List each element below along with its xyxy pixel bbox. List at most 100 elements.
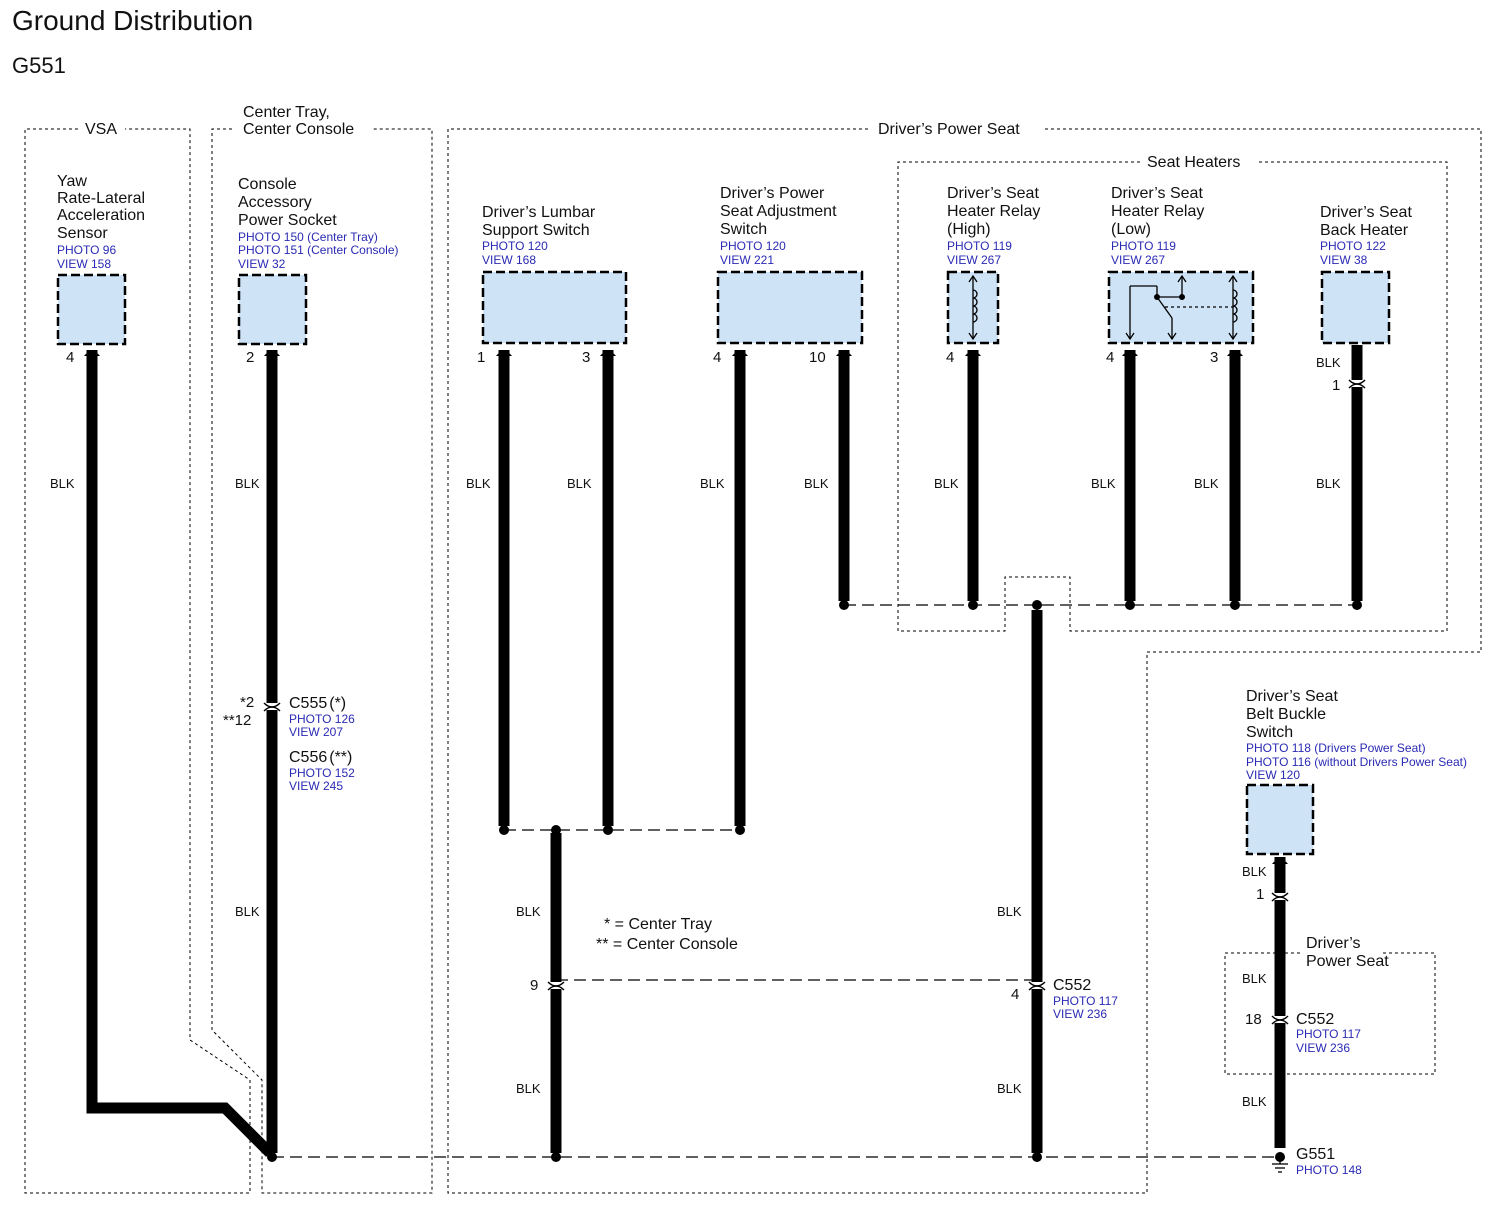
svg-text:Driver’s Seat: Driver’s Seat <box>1111 185 1203 202</box>
relay-low-box[interactable] <box>1107 270 1255 345</box>
wire-yaw <box>86 350 274 1157</box>
svg-text:BLK: BLK <box>1091 476 1116 491</box>
section-vsa-label: VSA <box>85 121 117 138</box>
relay-high-coil-icon <box>968 274 978 341</box>
svg-text:BLK: BLK <box>1242 1094 1267 1109</box>
back-heater-label: Driver’s Seat Back Heater PHOTO 122 VIEW… <box>1320 204 1412 267</box>
section-drivers-power-seat-label: Driver’s Power Seat <box>878 121 1020 138</box>
svg-text:PHOTO 122: PHOTO 122 <box>1320 239 1386 253</box>
svg-text:Back Heater: Back Heater <box>1320 222 1409 239</box>
svg-text:1: 1 <box>477 349 485 366</box>
svg-text:Seat Adjustment: Seat Adjustment <box>720 203 837 220</box>
section-buckle-label-1: Driver’s <box>1306 935 1361 952</box>
section-center-tray: Center Tray, Center Console <box>211 104 433 1194</box>
wires <box>86 345 1363 1157</box>
svg-text:BLK: BLK <box>700 476 725 491</box>
connector-break-buckle <box>1271 892 1289 902</box>
section-drivers-power-seat: Driver’s Power Seat <box>447 121 1482 1194</box>
svg-text:Belt Buckle: Belt Buckle <box>1246 706 1326 723</box>
svg-text:4: 4 <box>946 349 954 366</box>
svg-text:BLK: BLK <box>997 904 1022 919</box>
svg-text:10: 10 <box>809 349 826 366</box>
svg-text:PHOTO 152: PHOTO 152 <box>289 766 355 780</box>
svg-text:Accessory: Accessory <box>238 194 312 211</box>
svg-text:Yaw: Yaw <box>57 173 87 190</box>
svg-text:PHOTO 117: PHOTO 117 <box>1053 994 1118 1008</box>
svg-text:VIEW 267: VIEW 267 <box>1111 253 1165 267</box>
svg-text:Driver’s Power: Driver’s Power <box>720 185 825 202</box>
svg-text:**12: **12 <box>223 712 251 729</box>
svg-text:VIEW 32: VIEW 32 <box>238 257 286 271</box>
svg-text:VIEW 207: VIEW 207 <box>289 725 343 739</box>
svg-text:1: 1 <box>1256 886 1264 903</box>
svg-text:(Low): (Low) <box>1111 221 1151 238</box>
svg-text:BLK: BLK <box>235 904 260 919</box>
svg-text:VIEW 168: VIEW 168 <box>482 253 536 267</box>
svg-text:4: 4 <box>1011 986 1019 1003</box>
ground-id: G551 <box>12 53 66 78</box>
svg-text:Switch: Switch <box>720 221 767 238</box>
svg-text:BLK: BLK <box>804 476 829 491</box>
connector-c555-label: C555(*) PHOTO 126 VIEW 207 <box>289 695 355 739</box>
svg-text:VIEW 236: VIEW 236 <box>1296 1041 1350 1055</box>
ground-buses <box>272 604 1357 1158</box>
svg-text:Driver’s Seat: Driver’s Seat <box>1320 204 1412 221</box>
wire-color-labels: BLK BLK BLK BLK BLK BLK BLK BLK BLK BLK … <box>50 355 1341 1109</box>
connector-c552-buckle-label: C552 PHOTO 117 VIEW 236 <box>1296 1011 1361 1055</box>
buckle-switch-box[interactable] <box>1245 783 1315 856</box>
svg-text:BLK: BLK <box>1316 355 1341 370</box>
legend: * = Center Tray ** = Center Console <box>596 916 738 953</box>
connector-break-c552-buckle <box>1271 1015 1289 1025</box>
relay-low-contact-dot <box>1179 294 1185 300</box>
svg-text:BLK: BLK <box>1194 476 1219 491</box>
console-socket-box[interactable] <box>237 273 308 346</box>
svg-text:BLK: BLK <box>1242 864 1267 879</box>
ground-icon <box>1272 1152 1288 1173</box>
section-seat-heaters: Seat Heaters <box>897 154 1448 632</box>
svg-text:VIEW 38: VIEW 38 <box>1320 253 1368 267</box>
section-seat-heaters-label: Seat Heaters <box>1147 154 1240 171</box>
svg-text:Driver’s Seat: Driver’s Seat <box>947 185 1039 202</box>
svg-text:VIEW 120: VIEW 120 <box>1246 768 1300 782</box>
relay-low-contact-dot <box>1154 294 1160 300</box>
adjust-switch-box[interactable] <box>716 270 864 345</box>
inline-connectors <box>263 379 1366 1025</box>
yaw-sensor-box[interactable] <box>56 273 127 346</box>
lumbar-switch-box[interactable] <box>481 270 628 345</box>
svg-text:PHOTO 151 (Center Console): PHOTO 151 (Center Console) <box>238 243 399 257</box>
lumbar-switch-label: Driver’s Lumbar Support Switch PHOTO 120… <box>482 204 596 267</box>
connector-c552-label: C552 PHOTO 117 VIEW 236 <box>1053 977 1118 1021</box>
svg-text:VIEW 245: VIEW 245 <box>289 779 343 793</box>
svg-text:PHOTO 118 (Drivers Power Seat): PHOTO 118 (Drivers Power Seat) <box>1246 741 1426 755</box>
yaw-sensor-label: Yaw Rate-Lateral Acceleration Sensor PHO… <box>57 173 145 271</box>
svg-text:18: 18 <box>1245 1011 1262 1028</box>
svg-text:BLK: BLK <box>235 476 260 491</box>
svg-text:Heater Relay: Heater Relay <box>947 203 1040 220</box>
connector-break-back-heater <box>1348 379 1366 389</box>
relay-low-contacts-icon <box>1125 274 1238 341</box>
svg-text:PHOTO 119: PHOTO 119 <box>1111 239 1176 253</box>
svg-text:Acceleration: Acceleration <box>57 207 145 224</box>
svg-text:VIEW 267: VIEW 267 <box>947 253 1001 267</box>
back-heater-box[interactable] <box>1320 270 1391 345</box>
svg-text:Driver’s Lumbar: Driver’s Lumbar <box>482 204 596 221</box>
svg-text:3: 3 <box>1210 349 1218 366</box>
svg-text:Rate-Lateral: Rate-Lateral <box>57 190 145 207</box>
connector-c556-label: C556(**) PHOTO 152 VIEW 245 <box>289 749 355 793</box>
svg-text:BLK: BLK <box>934 476 959 491</box>
svg-text:PHOTO 116 (without Drivers Pow: PHOTO 116 (without Drivers Power Seat) <box>1246 755 1467 769</box>
svg-text:PHOTO 126: PHOTO 126 <box>289 712 355 726</box>
svg-text:C552: C552 <box>1296 1011 1334 1028</box>
svg-text:9: 9 <box>530 977 538 994</box>
pin-stubs <box>84 351 1288 864</box>
svg-text:BLK: BLK <box>1242 971 1267 986</box>
connector-break-c552-left <box>547 981 565 991</box>
svg-text:4: 4 <box>1106 349 1114 366</box>
pin-numbers: 4 2 1 3 4 10 4 4 3 1 *2 **12 9 4 1 18 <box>66 349 1340 1028</box>
svg-text:(High): (High) <box>947 221 991 238</box>
section-center-console-label: Center Console <box>243 121 354 138</box>
svg-text:4: 4 <box>713 349 721 366</box>
svg-text:BLK: BLK <box>466 476 491 491</box>
ground-g551-label: G551 PHOTO 148 <box>1296 1146 1362 1177</box>
